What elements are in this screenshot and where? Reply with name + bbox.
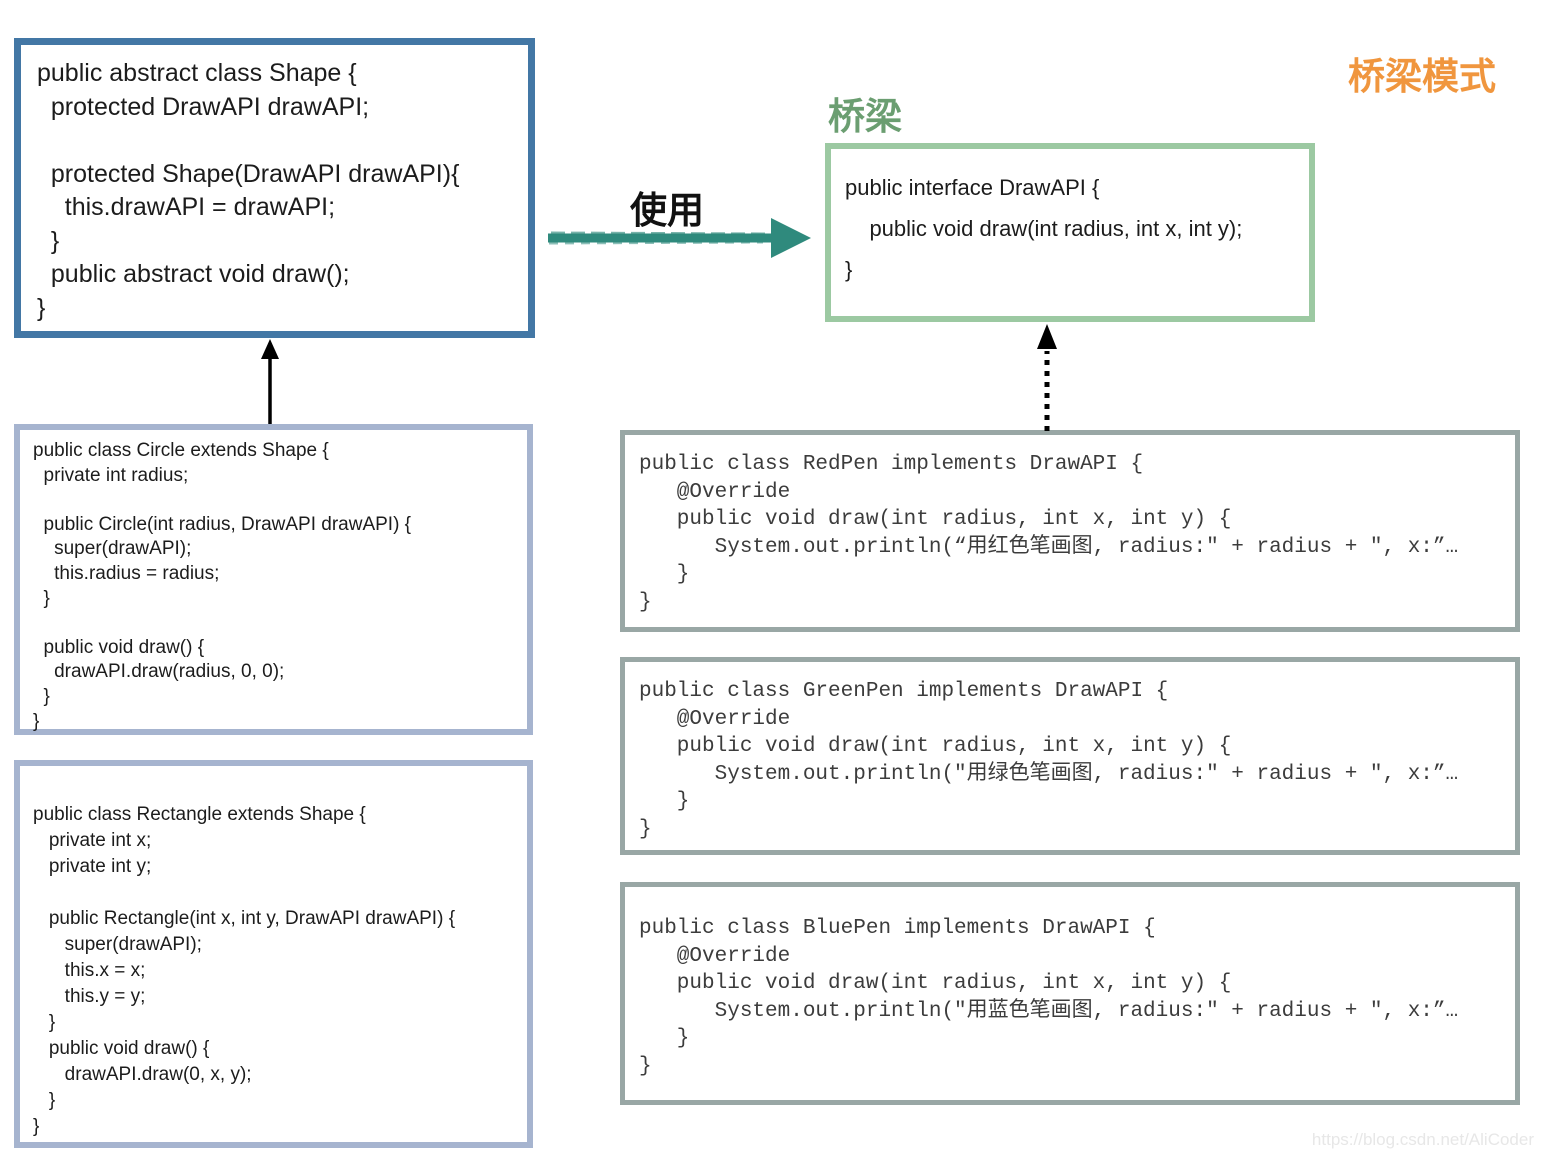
code-line: public abstract class Shape { — [37, 59, 357, 87]
code-line: public Circle(int radius, DrawAPI drawAP… — [33, 513, 412, 535]
code-line — [37, 124, 524, 158]
rectangle-class-box: public class Rectangle extends Shape { p… — [14, 760, 533, 1148]
code-line: public void draw(int radius, int x, int … — [639, 972, 1232, 995]
code-line: public class Rectangle extends Shape { — [33, 804, 366, 825]
code-line: public interface DrawAPI { — [845, 175, 1100, 200]
code-line: super(drawAPI); — [33, 934, 202, 955]
code-line: } — [33, 1116, 40, 1137]
code-line: private int radius; — [33, 464, 189, 486]
code-line: } — [639, 790, 690, 813]
circle-class-box: public class Circle extends Shape { priv… — [14, 424, 533, 735]
code-line: } — [33, 1012, 56, 1033]
code-line — [33, 880, 523, 906]
code-line: } — [37, 226, 60, 255]
code-line — [33, 488, 523, 513]
code-line: } — [33, 587, 50, 609]
bluepen-class-box: public class BluePen implements DrawAPI … — [620, 882, 1520, 1105]
code-line: public void draw(int radius, int x, int … — [639, 735, 1232, 758]
code-line: private int x; — [33, 830, 152, 851]
drawapi-interface-box: public interface DrawAPI { public void d… — [825, 143, 1315, 322]
code-line: this.drawAPI = drawAPI; — [37, 193, 336, 221]
code-line: System.out.println(“用红色笔画图, radius:" + r… — [639, 535, 1459, 559]
greenpen-class-box: public class GreenPen implements DrawAPI… — [620, 657, 1520, 855]
implements-dotted-arrow-up-icon — [1037, 324, 1057, 431]
code-line: this.x = x; — [33, 960, 146, 981]
code-line: public void draw() { — [33, 636, 205, 658]
code-line: drawAPI.draw(radius, 0, 0); — [33, 661, 285, 683]
code-line: } — [33, 710, 40, 732]
code-line: super(drawAPI); — [33, 538, 192, 560]
code-line: public void draw(int radius, int x, int … — [845, 216, 1243, 241]
code-line: @Override — [639, 480, 791, 504]
code-line: } — [639, 563, 690, 586]
code-line: public class RedPen implements DrawAPI { — [639, 453, 1144, 476]
code-line: protected Shape(DrawAPI drawAPI){ — [37, 159, 460, 188]
code-line: } — [33, 1090, 56, 1111]
code-line: public void draw(int radius, int x, int … — [639, 508, 1232, 531]
shape-abstract-class-box: public abstract class Shape { protected … — [14, 38, 535, 338]
code-line: public Rectangle(int x, int y, DrawAPI d… — [33, 908, 456, 929]
code-line: private int y; — [33, 856, 152, 877]
code-line: } — [37, 293, 46, 322]
code-line: this.y = y; — [33, 986, 146, 1007]
use-crayon-arrow-icon — [548, 218, 811, 258]
use-label: 使用 — [630, 190, 704, 231]
code-line: } — [845, 257, 853, 282]
code-line: } — [639, 590, 652, 614]
code-line: } — [639, 817, 652, 841]
code-line: } — [639, 1027, 690, 1050]
code-line: public class GreenPen implements DrawAPI… — [639, 680, 1169, 703]
code-line: public abstract void draw(); — [37, 260, 350, 288]
code-line: drawAPI.draw(0, x, y); — [33, 1064, 252, 1085]
code-line: } — [639, 1054, 652, 1078]
code-line: @Override — [639, 944, 791, 968]
code-line: public class Circle extends Shape { — [33, 440, 329, 461]
bridge-label: 桥梁 — [828, 96, 902, 137]
code-line: System.out.println("用绿色笔画图, radius:" + r… — [639, 762, 1459, 786]
inheritance-arrow-up-icon — [261, 339, 279, 424]
pattern-title: 桥梁模式 — [1348, 56, 1496, 97]
code-line: @Override — [639, 707, 791, 731]
code-line — [33, 611, 523, 636]
code-line: public class BluePen implements DrawAPI … — [639, 917, 1156, 940]
code-line: } — [33, 685, 50, 707]
code-line: protected DrawAPI drawAPI; — [37, 92, 370, 121]
code-line: System.out.println("用蓝色笔画图, radius:" + r… — [639, 999, 1459, 1023]
watermark: https://blog.csdn.net/AliCoder — [1311, 1130, 1534, 1149]
code-line: public void draw() { — [33, 1038, 210, 1059]
redpen-class-box: public class RedPen implements DrawAPI {… — [620, 430, 1520, 632]
code-line: this.radius = radius; — [33, 562, 220, 584]
